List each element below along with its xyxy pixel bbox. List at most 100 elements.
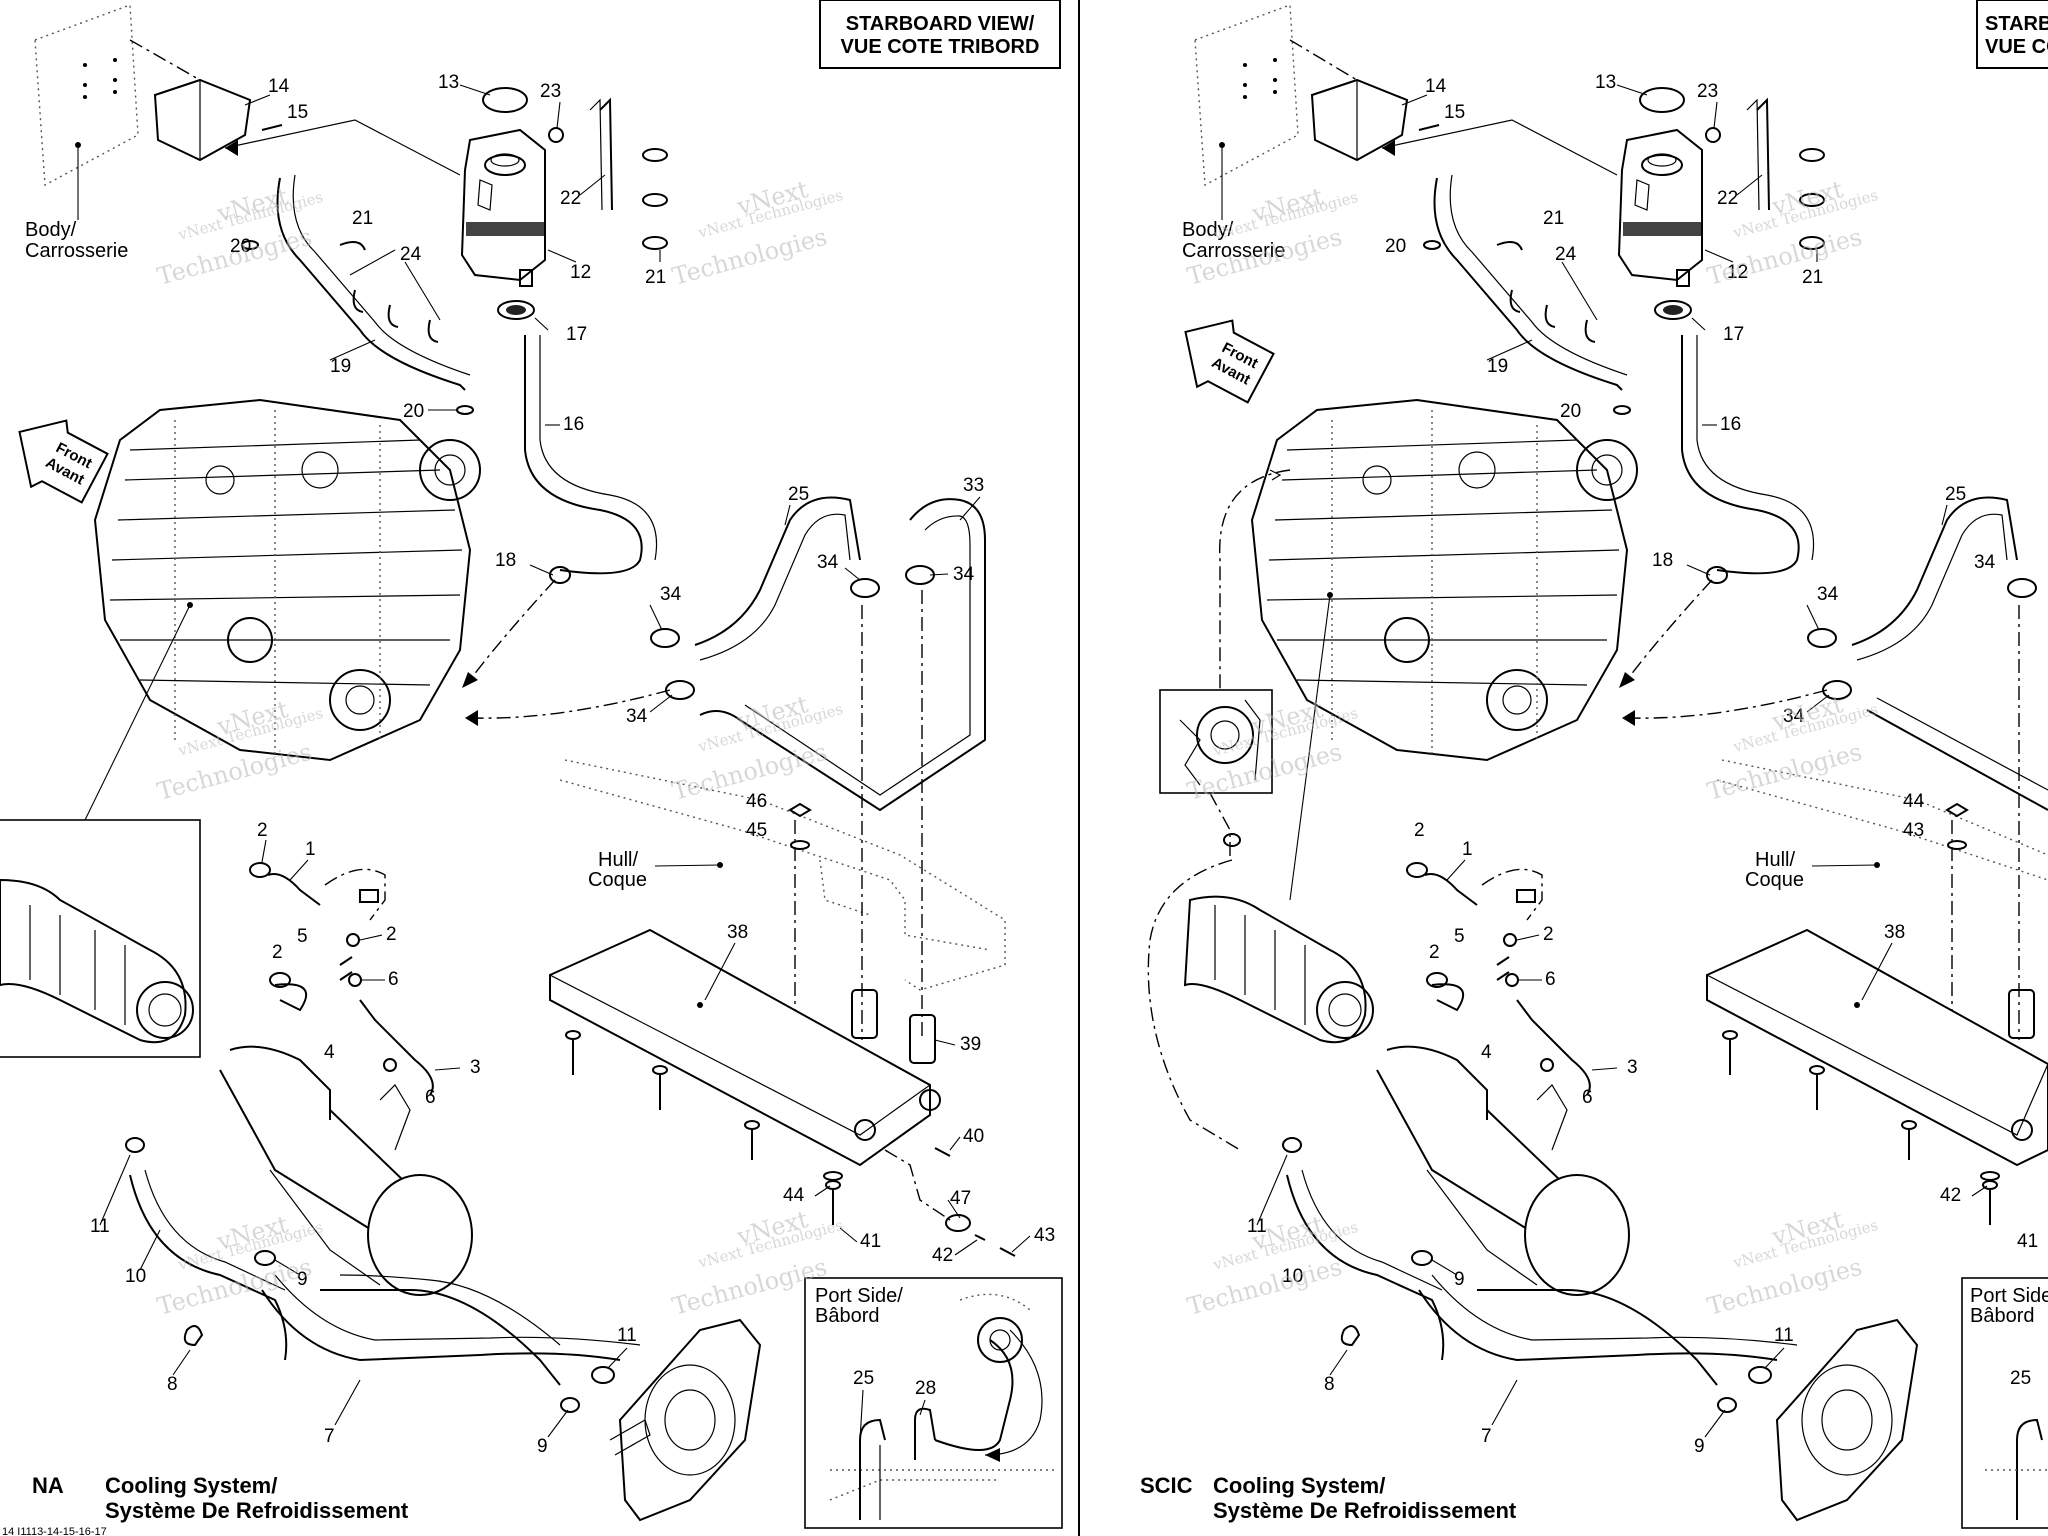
callout: 2 [1429, 942, 1440, 963]
body-label: Body/ [25, 219, 77, 241]
washer [823, 1171, 843, 1181]
ring [1423, 240, 1441, 250]
callout: 7 [324, 1426, 335, 1447]
callout: 6 [1582, 1087, 1593, 1108]
callout: 34 [1783, 706, 1805, 727]
watermark-set: vNext vNext Technologies Technologies vN… [154, 175, 845, 1321]
body-panel [34, 4, 139, 187]
callout: 28 [915, 1378, 936, 1399]
diagram-title: Cooling System/ [1213, 1473, 1385, 1498]
clamp [249, 862, 271, 878]
callout: 1 [1462, 839, 1473, 860]
callout: 23 [540, 81, 561, 102]
callout: 6 [425, 1087, 436, 1108]
clamp [560, 1397, 580, 1413]
hull-label: Hull/ [1755, 849, 1795, 871]
callout: 11 [1774, 1325, 1794, 1346]
callout: 11 [617, 1325, 637, 1346]
callout: 21 [352, 208, 373, 229]
tee-fitting [339, 956, 353, 981]
callout: 4 [324, 1042, 335, 1063]
clamp [1406, 862, 1428, 878]
callout: 42 [1940, 1185, 1961, 1206]
clamp [1822, 680, 1852, 700]
callout: 38 [1884, 922, 1905, 943]
washer [1947, 840, 1967, 850]
bolts [565, 1030, 841, 1225]
fitting [851, 989, 878, 1039]
callout: 20 [1560, 401, 1581, 422]
callout: 43 [1903, 820, 1924, 841]
clamp [269, 972, 291, 988]
callout: 25 [2010, 1368, 2031, 1389]
detail-box [0, 819, 201, 1058]
callout: 2 [1543, 924, 1554, 945]
callout: 45 [746, 820, 767, 841]
clamp-set [1799, 148, 1825, 250]
pump-detail [1183, 895, 1374, 1044]
callout: 20 [230, 236, 251, 257]
clamp [591, 1366, 615, 1384]
callout: 1 [305, 839, 316, 860]
callout: 2 [272, 942, 283, 963]
model-code: NA [32, 1473, 64, 1498]
panel-scic: Front Avant [1140, 0, 2048, 1529]
hose-33 [699, 498, 986, 812]
bolts [1722, 1030, 1998, 1225]
view-label: STARBOARD VIEW/ [846, 13, 1035, 35]
clamp [905, 565, 935, 585]
callout: 24 [400, 244, 422, 265]
washer [1705, 127, 1721, 143]
fitting [2008, 989, 2035, 1039]
nut [788, 802, 812, 818]
svg-text:Technologies: Technologies [669, 223, 830, 291]
clamp [1748, 1366, 1772, 1384]
mounting-plate [1705, 928, 2048, 1167]
reservoir-cap [1639, 87, 1685, 113]
jet-pump [1775, 1318, 1919, 1522]
callout: 34 [1817, 584, 1839, 605]
nut [1945, 802, 1969, 818]
callout: 19 [330, 356, 351, 377]
callouts: 14 15 13 23 22 12 21 20 21 24 19 17 20 1… [1247, 72, 2038, 1457]
callout: 18 [495, 550, 516, 571]
drawing-reference: 14 I1113-14-15-16-17 [2, 1526, 107, 1536]
body-label-fr: Carrosserie [25, 240, 128, 262]
callout: 39 [960, 1034, 981, 1055]
hose-10 [129, 1174, 288, 1361]
callout: 16 [1720, 414, 1741, 435]
port-side-detail [829, 1293, 1055, 1520]
hull-label: Hull/ [598, 849, 638, 871]
panel-na: Front Avant [0, 0, 1063, 1536]
hull-label-fr: Coque [588, 869, 647, 891]
ring [241, 240, 259, 250]
hose-4 [1431, 983, 1465, 1012]
hose-19 [276, 177, 466, 391]
callout: 14 [1425, 76, 1447, 97]
hose-16 [524, 335, 643, 575]
intercooler-detail [1179, 699, 1261, 786]
callout: 34 [1974, 552, 1996, 573]
port-label: Port Side/ [815, 1285, 903, 1307]
front-arrow: Front Avant [1184, 319, 1275, 404]
callout: 40 [963, 1126, 984, 1147]
callout: 20 [1385, 236, 1406, 257]
callout: 25 [853, 1368, 874, 1389]
vent-tube [1756, 97, 1770, 211]
view-label-fr: VUE COTE TRIBORD [1985, 36, 2048, 58]
hull-label-fr: Coque [1745, 869, 1804, 891]
diagram-title: Cooling System/ [105, 1473, 277, 1498]
svg-text:Technologies: Technologies [1184, 1253, 1345, 1321]
hose-25 [694, 496, 861, 646]
body-panel [1194, 4, 1299, 187]
callout: 6 [1545, 969, 1556, 990]
callout: 12 [1727, 262, 1748, 283]
body-label: Body/ [1182, 219, 1234, 241]
callout: 12 [570, 262, 591, 283]
engine [93, 398, 481, 762]
grommet [945, 1214, 971, 1232]
hose-16 [1681, 335, 1800, 575]
hose-4 [274, 983, 308, 1012]
callout: 23 [1697, 81, 1718, 102]
callout: 34 [660, 584, 682, 605]
